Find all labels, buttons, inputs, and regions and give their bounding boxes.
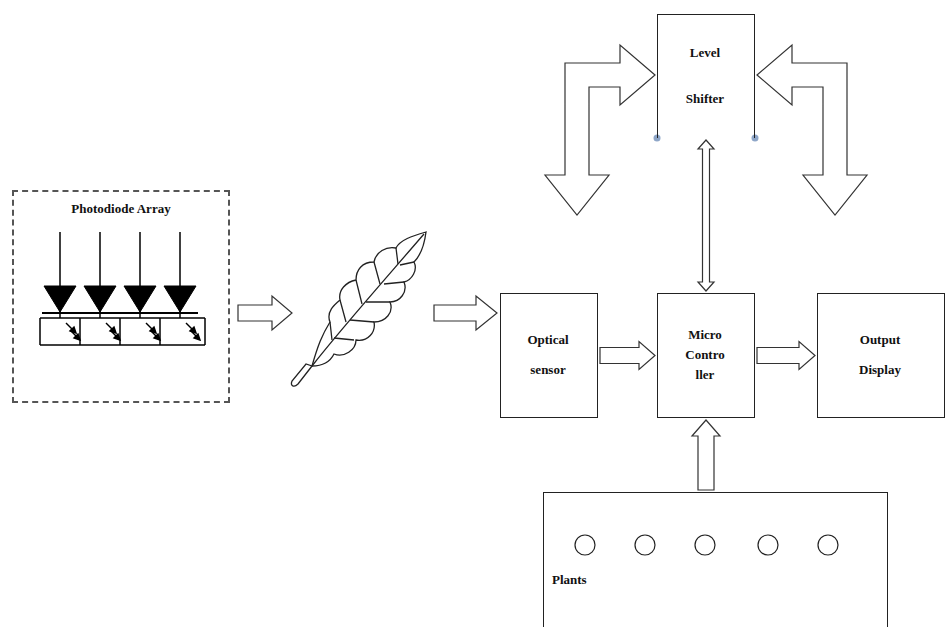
plant-circles bbox=[575, 535, 838, 555]
leaf-illustration bbox=[291, 232, 426, 386]
loop-arrow bbox=[757, 45, 867, 215]
microcontroller-box: Micro Contro ller bbox=[657, 293, 755, 418]
block-arrow bbox=[692, 420, 720, 490]
node-label: Optical sensor bbox=[517, 325, 579, 385]
optical-sensor-box: Optical sensor bbox=[500, 293, 598, 418]
corner-dot bbox=[752, 135, 759, 142]
photodiode-symbols bbox=[40, 232, 205, 345]
node-label: Plants bbox=[552, 571, 612, 589]
node-label: Micro Contro ller bbox=[680, 325, 730, 385]
block-arrow bbox=[698, 140, 714, 291]
node-label: Level Shifter bbox=[677, 30, 733, 122]
output-display-box: Output Display bbox=[817, 293, 945, 418]
block-arrow bbox=[757, 342, 815, 370]
light-arrows bbox=[66, 323, 200, 340]
light-arrow bbox=[434, 296, 497, 330]
node-label: Output Display bbox=[849, 325, 911, 385]
level-shifter-box: Level Shifter bbox=[657, 14, 755, 138]
plants-box: Plants bbox=[543, 492, 888, 627]
block-arrow bbox=[600, 342, 655, 370]
loop-arrow bbox=[545, 45, 655, 215]
diode-triangles bbox=[42, 286, 198, 313]
light-arrow bbox=[238, 296, 292, 330]
photodiode-array-box: Photodiode Array bbox=[12, 190, 230, 403]
node-label: Photodiode Array bbox=[21, 200, 221, 218]
